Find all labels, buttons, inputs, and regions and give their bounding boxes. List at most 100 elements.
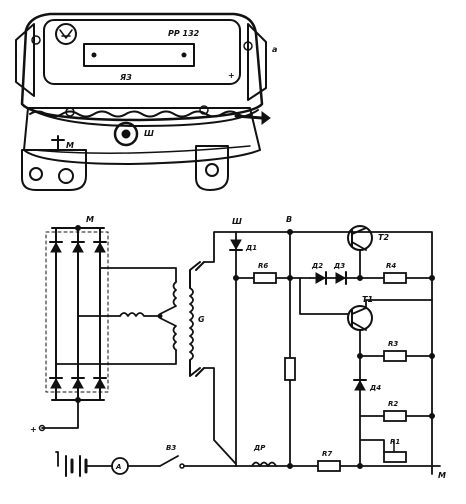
unit-cover (20, 12, 264, 122)
diode-bot-3-icon (94, 377, 106, 389)
t1-top (365, 299, 433, 309)
phase-a-lead (99, 267, 177, 283)
unit-base (23, 107, 261, 165)
resistor-r1 (383, 451, 407, 463)
phase-c-lead (55, 349, 177, 365)
resistor-r7 (317, 460, 341, 472)
unit-base-shadow (33, 145, 251, 154)
photo-label-sh: Ш (144, 129, 154, 138)
diode-top-2-icon (72, 241, 84, 253)
d1-label: Д1 (245, 244, 257, 252)
emblem-icon (55, 23, 77, 45)
ammeter-label: A (115, 463, 121, 471)
t1-label: Т1 (362, 295, 373, 304)
t2-legs (351, 227, 367, 251)
terminal-m (51, 135, 65, 151)
cover-rim (27, 107, 259, 127)
dr-label: ДР (253, 444, 266, 452)
t2-node (357, 275, 363, 281)
photo-model-label: PP 132 (168, 29, 200, 38)
terminal-sh-knob (113, 121, 139, 147)
t1-feed (299, 277, 349, 315)
r2-label: R2 (388, 400, 398, 408)
node-r6-left (233, 275, 239, 281)
r4-label: R4 (386, 262, 396, 270)
v3-label: В3 (166, 444, 176, 452)
rectifier-bridge: М (45, 215, 109, 403)
terminal-plus-arrow (261, 111, 271, 125)
r7-label: R7 (322, 450, 332, 458)
cover-top-panel (43, 19, 241, 85)
rectifier-enclosure (45, 231, 109, 393)
resistor-r3 (383, 350, 407, 362)
brush-bottom (189, 359, 205, 377)
photo-label-vent: ЯЗ (119, 73, 132, 82)
node-b-label: В (286, 215, 292, 224)
node-bottom-mid (287, 463, 293, 469)
bracket-hole-right (58, 168, 74, 184)
winding-a-coil (159, 281, 177, 315)
d4-label: Д4 (369, 384, 381, 392)
regulator-unit-photo: PP 132 a + ЯЗ Ш М (15, 12, 277, 191)
choke-dr (251, 461, 277, 467)
diode-d2-icon (315, 272, 327, 284)
window-screw-right (181, 52, 187, 58)
rotor-winding-coil (189, 287, 194, 361)
bracket-hole-left (29, 167, 43, 181)
side-tab-right (247, 23, 267, 101)
r6-label: R6 (258, 262, 268, 270)
bracket-hole-right-2 (205, 163, 219, 177)
resistor-r8 (284, 357, 296, 381)
d3-label: Д3 (333, 262, 345, 270)
ground-label: М (438, 471, 446, 480)
ignition-switch (159, 455, 179, 467)
top-bus (235, 231, 433, 467)
stator-windings: G (55, 261, 205, 377)
winding-c-coil (159, 317, 177, 351)
cover-screw-tl (31, 35, 41, 45)
node-bottom-right (357, 463, 363, 469)
plus-label: + (30, 425, 37, 434)
node-r4 (429, 275, 435, 281)
resistor-r4 (383, 272, 407, 284)
r3-label: R3 (388, 340, 398, 348)
resistor-r6 (253, 272, 277, 284)
r1-label: R1 (390, 438, 400, 446)
emblem-mark (59, 29, 73, 39)
node-r2 (429, 413, 435, 419)
t1-legs (351, 307, 367, 331)
photo-label-m: М (66, 141, 74, 150)
r1-wire (359, 439, 385, 453)
diode-top-1-icon (50, 241, 62, 253)
cover-screw-bl (65, 107, 75, 117)
diode-bot-2-icon (72, 377, 84, 389)
t2-label: Т2 (378, 233, 389, 242)
photo-label-plus: + (228, 71, 235, 80)
diode-d3-icon (335, 272, 347, 284)
rectifier-node-top (75, 225, 81, 231)
cover-screw-br (199, 105, 209, 115)
d2-label: Д2 (311, 262, 323, 270)
side-tab-left (15, 23, 35, 97)
rectifier-label-m: М (86, 215, 94, 224)
winding-star-point (157, 313, 163, 319)
mounting-bracket-right (195, 145, 229, 191)
cover-window (83, 43, 195, 67)
mounting-bracket-left (21, 149, 87, 191)
node-sh-label: Ш (232, 217, 242, 226)
battery-lead (55, 451, 59, 467)
diode-d1-icon (230, 239, 242, 251)
excitation-return (203, 367, 237, 465)
diode-bot-1-icon (50, 377, 62, 389)
diode-d4-icon (354, 379, 366, 391)
photo-label-a: a (272, 45, 277, 54)
winding-b-coil (119, 312, 161, 317)
resistor-r2 (383, 410, 407, 422)
node-mid-r6 (287, 275, 293, 281)
window-screw-left (91, 52, 97, 58)
node-r3 (429, 353, 435, 359)
plus-terminal (38, 424, 46, 432)
circuit-schematic: М G + Ш В (30, 215, 446, 480)
node-t1-col (357, 353, 363, 359)
